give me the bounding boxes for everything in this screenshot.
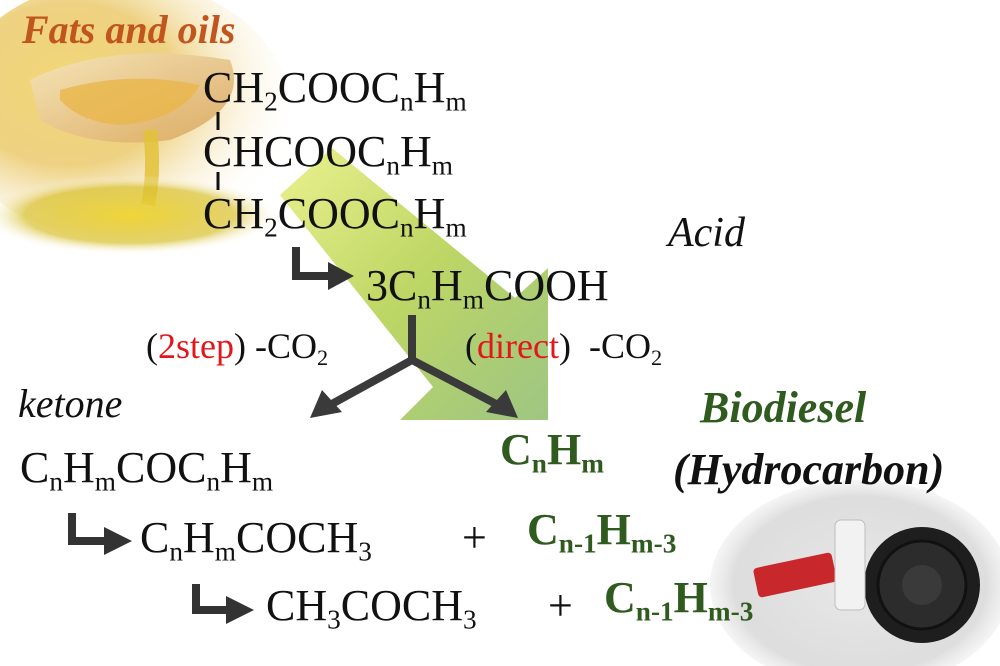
acetone-formula: CH3COCH3 (266, 581, 477, 635)
triglyceride-line-2: CHCOOCnHm (203, 127, 454, 181)
acid-label: Acid (668, 210, 745, 256)
hydrocarbon-formula: CnHm (500, 425, 604, 479)
direct-route-arrow (280, 148, 548, 420)
diesel-fuel-cap-image (710, 480, 1000, 666)
elbow-arrow-step3 (192, 584, 230, 614)
triglyceride-line-1: CH2COOCnHm (203, 63, 467, 117)
oil-spoon-image (0, 0, 290, 255)
fats-and-oils-title: Fats and oils (22, 7, 236, 52)
ketone-label: ketone (18, 381, 123, 426)
shorter-hydrocarbon-2: Cn-1Hm-3 (604, 573, 754, 627)
elbow-arrow-step2 (68, 513, 108, 545)
elbow-arrow-hydrolysis (292, 247, 332, 280)
plus-sign-2: + (548, 581, 573, 630)
ketone-formula: CnHmCOCnHm (20, 443, 274, 497)
fork-arrow (310, 315, 518, 418)
plus-sign-1: + (462, 513, 487, 562)
two-step-label: (2step) -CO2 (146, 326, 329, 371)
methyl-ketone-formula: CnHmCOCH3 (140, 513, 372, 567)
hydrocarbon-title: (Hydrocarbon) (673, 445, 945, 494)
biodiesel-title: Biodiesel (700, 383, 867, 432)
shorter-hydrocarbon-1: Cn-1Hm-3 (527, 505, 677, 559)
fatty-acid-formula: 3CnHmCOOH (366, 261, 609, 315)
direct-label: (direct) -CO2 (465, 326, 663, 371)
triglyceride-line-3: CH2COOCnHm (203, 189, 467, 243)
